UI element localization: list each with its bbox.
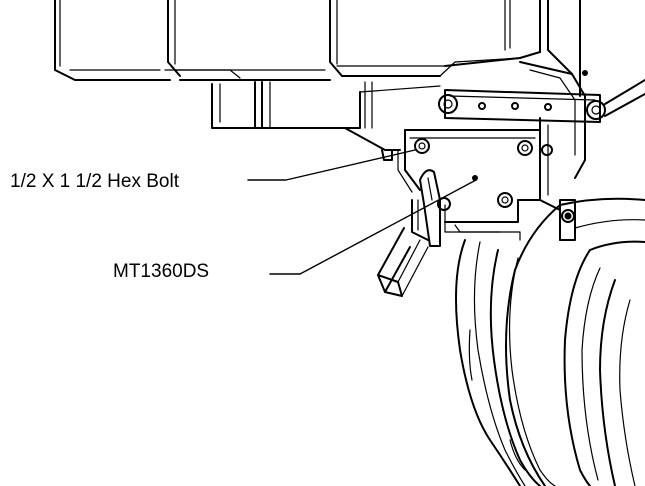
leader-lines [247, 149, 477, 275]
leader-line-bolt [247, 149, 416, 181]
mount-plate [397, 129, 541, 241]
latch-lever [377, 169, 451, 297]
deck-frame [54, 0, 588, 97]
gauge-wheel [455, 197, 645, 486]
lower-block [211, 81, 441, 161]
callout-mt1360ds: MT1360DS [113, 261, 210, 282]
leader-line-part [269, 179, 477, 275]
callout-hex-bolt: 1/2 X 1 1/2 Hex Bolt [10, 171, 179, 192]
pivot-arm [438, 79, 645, 123]
side-bracket [519, 61, 586, 241]
